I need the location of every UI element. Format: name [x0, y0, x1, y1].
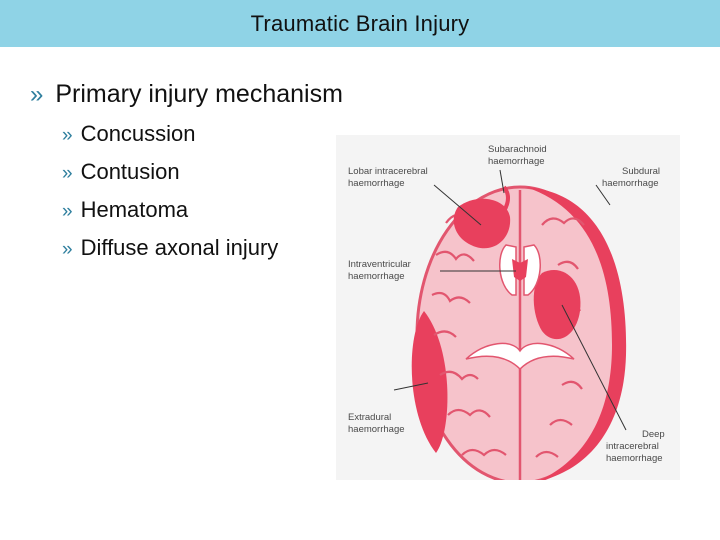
- slide-title: Traumatic Brain Injury: [250, 10, 470, 36]
- lobar-intracerebral-hemorrhage-region: [453, 198, 511, 249]
- bullet-marker: »: [30, 81, 44, 108]
- label-lobar-2: haemorrhage: [348, 178, 405, 189]
- deep-intracerebral-hemorrhage-region: [533, 270, 581, 340]
- bullet-marker: »: [62, 163, 73, 184]
- brain-cross-section-figure: Subarachnoid haemorrhage Lobar intracere…: [336, 135, 680, 480]
- sub-bullet-text: Hematoma: [80, 197, 189, 222]
- subdural-hemorrhage-region: [526, 187, 627, 480]
- main-bullet-text: Primary injury mechanism: [55, 80, 343, 108]
- brain-hemorrhage-diagram: Subarachnoid haemorrhage Lobar intracere…: [336, 135, 680, 480]
- leader-extradural: [393, 382, 429, 391]
- label-extradural-1: Extradural: [348, 412, 391, 423]
- label-subdural-2: haemorrhage: [602, 178, 659, 189]
- title-bar: Traumatic Brain Injury: [0, 0, 720, 47]
- label-subdural-1: Subdural: [622, 166, 660, 177]
- intraventricular-hemorrhage-region: [512, 259, 528, 281]
- label-intraventricular-1: Intraventricular: [348, 259, 411, 270]
- sub-bullet-text: Diffuse axonal injury: [80, 235, 279, 260]
- sub-bullet-text: Concussion: [80, 121, 196, 146]
- leader-subarachnoid: [499, 169, 505, 194]
- label-subarachnoid-1: Subarachnoid: [488, 144, 547, 155]
- subarachnoid-hemorrhage-region: [502, 185, 510, 212]
- sub-bullet-hematoma: » Hematoma: [62, 197, 343, 235]
- label-deep-2: intracerebral: [606, 441, 659, 452]
- bullet-marker: »: [62, 125, 73, 146]
- label-extradural-2: haemorrhage: [348, 424, 405, 435]
- left-lateral-ventricle: [499, 244, 517, 296]
- sub-bullet-concussion: » Concussion: [62, 121, 343, 159]
- leader-deep: [561, 304, 627, 431]
- leader-lines: [393, 169, 627, 431]
- main-bullet: » Primary injury mechanism: [30, 80, 343, 109]
- right-lateral-ventricle: [523, 244, 541, 296]
- label-deep-3: haemorrhage: [606, 453, 663, 464]
- bullet-marker: »: [62, 239, 73, 260]
- sub-bullet-diffuse-axonal-injury: » Diffuse axonal injury: [62, 235, 343, 273]
- sub-bullet-text: Contusion: [80, 159, 180, 184]
- posterior-horns: [465, 342, 575, 371]
- label-deep-1: Deep: [642, 429, 665, 440]
- label-subarachnoid-2: haemorrhage: [488, 156, 545, 167]
- sub-bullet-list: » Concussion » Contusion » Hematoma » Di…: [62, 121, 343, 273]
- leader-lobar: [433, 184, 482, 226]
- label-intraventricular-2: haemorrhage: [348, 271, 405, 282]
- leader-subdural: [595, 184, 611, 206]
- sub-bullet-contusion: » Contusion: [62, 159, 343, 197]
- extradural-hemorrhage-region: [411, 311, 448, 453]
- label-lobar-1: Lobar intracerebral: [348, 166, 428, 177]
- bullet-marker: »: [62, 201, 73, 222]
- bullet-list: » Primary injury mechanism » Concussion …: [30, 80, 343, 273]
